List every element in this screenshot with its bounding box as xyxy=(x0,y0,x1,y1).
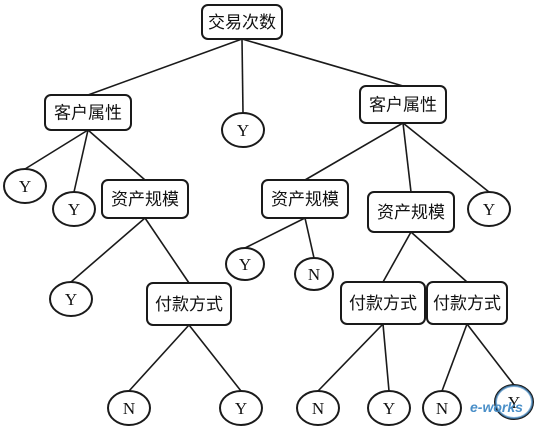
decision-node-label: 付款方式 xyxy=(433,294,501,314)
decision-node-label: 客户属性 xyxy=(369,96,437,116)
edge-c3-to-l_c3_2 xyxy=(466,323,515,386)
leaf-node-label: Y xyxy=(239,255,251,274)
edge-c1-to-l_c1_2 xyxy=(188,324,242,392)
decision-node-label: 资产规模 xyxy=(377,203,445,223)
leaf-node-l_b1: Y xyxy=(49,281,93,317)
decision-node-box xyxy=(44,94,132,131)
leaf-node-l_c1_1: N xyxy=(107,390,151,426)
decision-node-root: 交易次数 xyxy=(201,4,283,40)
leaf-node-l_c2_2: Y xyxy=(367,390,411,426)
leaf-node-label: N xyxy=(308,265,320,284)
decision-node-box xyxy=(146,282,232,326)
decision-node-b2: 资产规模 xyxy=(261,179,349,219)
leaf-node-l_b2_2: N xyxy=(294,257,334,291)
leaf-node-label: N xyxy=(312,399,324,418)
tree-edges xyxy=(24,38,515,392)
edge-b3-to-c2 xyxy=(382,231,412,283)
leaf-node-l_c2_1: N xyxy=(296,390,340,426)
leaf-node-label: Y xyxy=(483,200,495,219)
leaf-node-l_c3_1: N xyxy=(422,390,462,426)
edge-root-to-a2 xyxy=(241,38,404,87)
edge-root-to-a1 xyxy=(87,38,243,96)
leaf-node-label: Y xyxy=(68,200,80,219)
decision-node-c2: 付款方式 xyxy=(340,281,426,325)
leaf-node-ellipse xyxy=(52,191,96,227)
edge-b1-to-c1 xyxy=(144,217,190,284)
edge-c2-to-l_c2_2 xyxy=(382,323,390,392)
leaf-node-label: N xyxy=(436,399,448,418)
decision-node-label: 付款方式 xyxy=(349,294,417,314)
edge-a1-to-l_a1_2 xyxy=(73,129,89,193)
leaf-node-label: Y xyxy=(235,399,247,418)
leaf-node-ellipse xyxy=(296,390,340,426)
decision-node-c3: 付款方式 xyxy=(426,281,508,325)
edge-c1-to-l_c1_1 xyxy=(128,324,190,392)
leaf-node-ellipse xyxy=(3,168,47,204)
leaf-node-ellipse xyxy=(49,281,93,317)
edge-a1-to-l_a1_1 xyxy=(24,129,89,170)
edge-a2-to-l_a2 xyxy=(402,122,490,193)
leaf-node-l_a2: Y xyxy=(467,191,511,227)
decision-node-b1: 资产规模 xyxy=(101,179,189,219)
leaf-node-ellipse xyxy=(221,112,265,148)
leaf-node-l_c1_2: Y xyxy=(219,390,263,426)
decision-node-box xyxy=(367,191,455,233)
leaf-node-ellipse xyxy=(294,257,334,291)
leaf-node-l_a1_1: Y xyxy=(3,168,47,204)
decision-node-box xyxy=(359,85,447,124)
tree-nodes: 交易次数客户属性客户属性资产规模资产规模资产规模付款方式付款方式付款方式YYYY… xyxy=(3,4,534,426)
decision-node-label: 资产规模 xyxy=(271,190,339,210)
decision-node-box xyxy=(261,179,349,219)
decision-node-label: 客户属性 xyxy=(54,104,122,124)
decision-node-label: 资产规模 xyxy=(111,190,179,210)
edge-c2-to-l_c2_1 xyxy=(317,323,384,392)
watermark-text: e-works xyxy=(470,399,523,415)
decision-node-box xyxy=(340,281,426,325)
leaf-node-label: Y xyxy=(19,177,31,196)
edge-a2-to-b2 xyxy=(304,122,404,181)
leaf-node-l_b2_1: Y xyxy=(225,247,265,281)
decision-node-a2: 客户属性 xyxy=(359,85,447,124)
leaf-node-label: N xyxy=(123,399,135,418)
leaf-node-ellipse xyxy=(107,390,151,426)
leaf-node-label: Y xyxy=(508,393,520,412)
edge-a1-to-b1 xyxy=(87,129,146,181)
decision-node-box xyxy=(101,179,189,219)
leaf-node-ellipse xyxy=(219,390,263,426)
edge-a2-to-b3 xyxy=(402,122,412,193)
leaf-node-l_a1_2: Y xyxy=(52,191,96,227)
leaf-node-label: Y xyxy=(383,399,395,418)
edge-b2-to-l_b2_2 xyxy=(304,217,315,259)
leaf-node-label: Y xyxy=(237,121,249,140)
decision-node-a1: 客户属性 xyxy=(44,94,132,131)
decision-node-box xyxy=(426,281,508,325)
decision-node-label: 付款方式 xyxy=(155,295,223,315)
leaf-node-ellipse xyxy=(225,247,265,281)
decision-node-box xyxy=(201,4,283,40)
leaf-node-ellipse xyxy=(367,390,411,426)
edge-b1-to-l_b1 xyxy=(70,217,146,283)
leaf-node-l_root: Y xyxy=(221,112,265,148)
edge-b2-to-l_b2_1 xyxy=(244,217,306,249)
leaf-node-label: Y xyxy=(65,290,77,309)
edge-c3-to-l_c3_1 xyxy=(441,323,468,392)
decision-node-label: 交易次数 xyxy=(208,13,276,33)
leaf-node-ellipse xyxy=(467,191,511,227)
decision-node-c1: 付款方式 xyxy=(146,282,232,326)
edge-b3-to-c3 xyxy=(410,231,468,283)
watermark-logo: e-works xyxy=(470,385,533,419)
decision-node-b3: 资产规模 xyxy=(367,191,455,233)
leaf-node-ellipse xyxy=(422,390,462,426)
edge-root-to-l_root xyxy=(241,38,244,114)
